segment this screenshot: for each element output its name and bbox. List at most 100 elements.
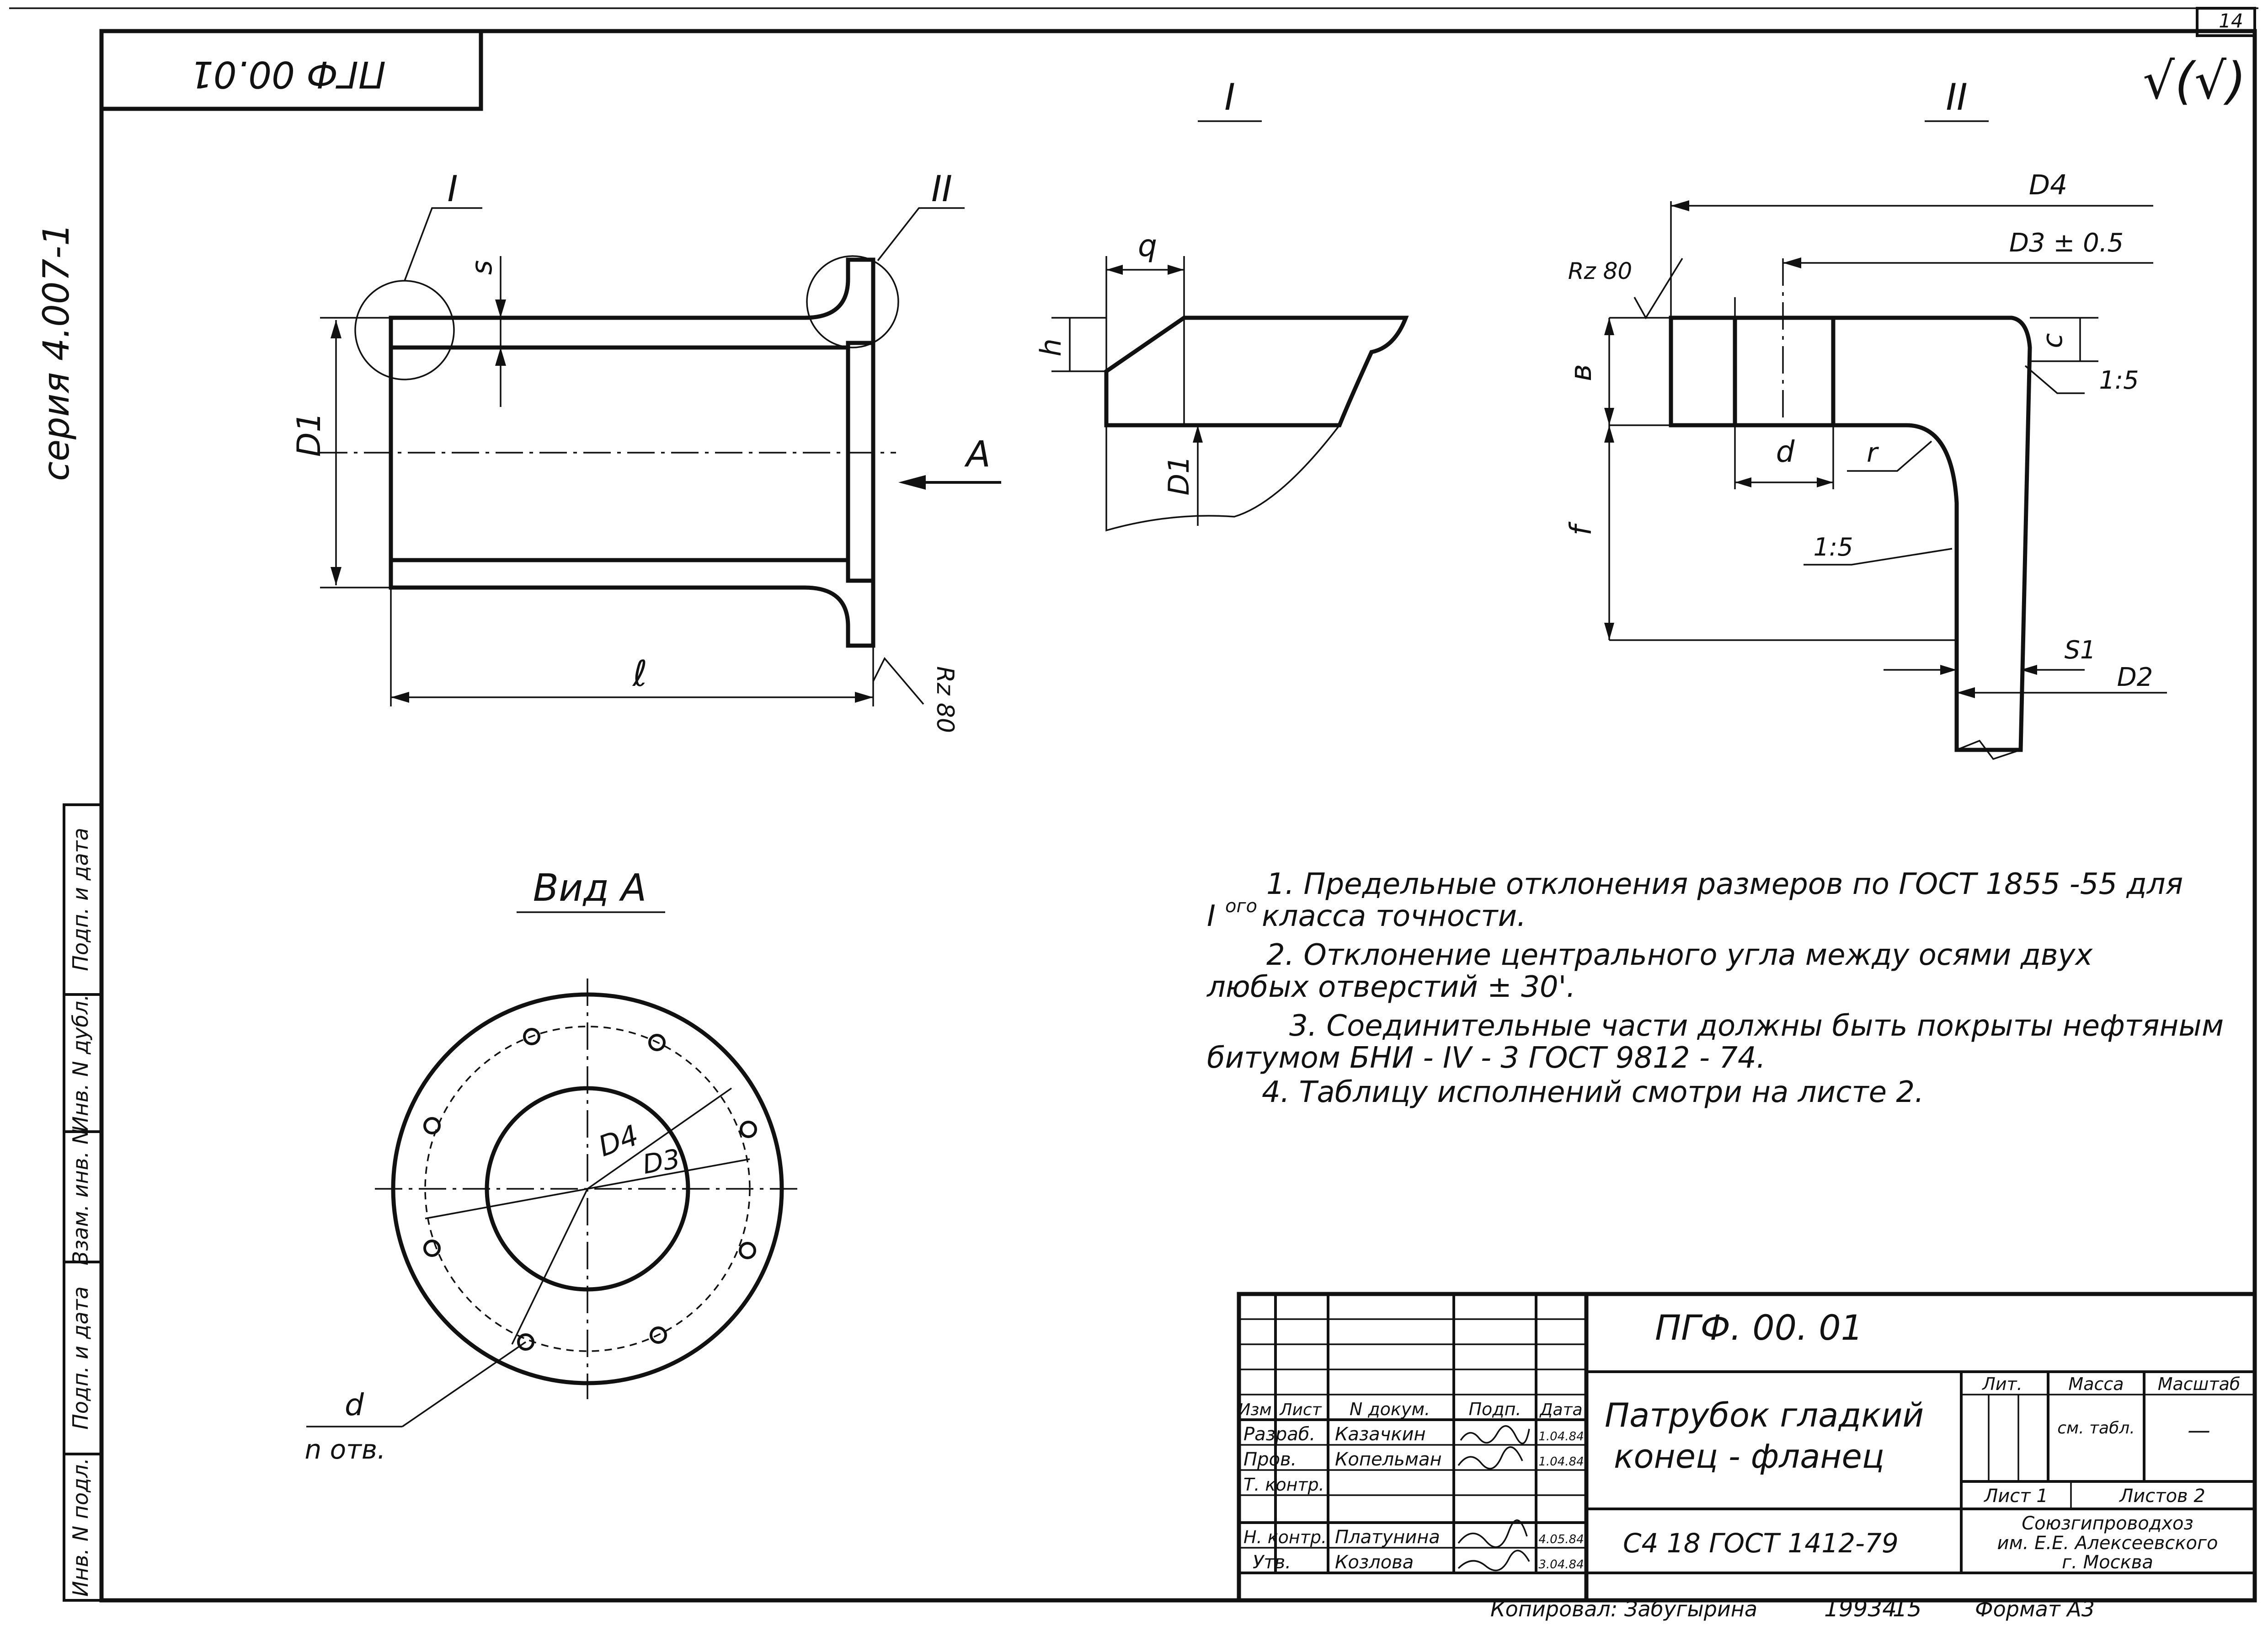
- scale-value: —: [2188, 1417, 2210, 1444]
- name-nkontr: Платунина: [1335, 1527, 1440, 1548]
- note-3-line-1: 3. Соединительные части должны быть покр…: [1289, 1009, 2224, 1043]
- page-number: 14: [2219, 10, 2243, 32]
- title-block: Изм Лист N докум. Подп. Дата Разраб. Каз…: [1237, 1292, 2257, 1603]
- leader-label-I: I: [447, 169, 458, 210]
- org-line-1: Союзгипроводхоз: [2022, 1513, 2193, 1534]
- name-utv: Козлова: [1335, 1552, 1414, 1573]
- col-doc: N докум.: [1350, 1399, 1430, 1419]
- name-prov: Копельман: [1335, 1449, 1442, 1470]
- col-sign: Подп.: [1468, 1399, 1521, 1419]
- bolt-hole: [517, 1333, 534, 1351]
- bolt-hole: [523, 1028, 540, 1045]
- stamp-podp-data-2: Подп. и дата: [68, 828, 93, 971]
- stamp-podp-data-1: Подп. и дата: [68, 1286, 93, 1429]
- note-4-line-1: 4. Таблицу исполнений смотри на листе 2.: [1262, 1075, 1924, 1109]
- dim-d4-label: D4: [2029, 169, 2067, 201]
- view-a-d4-label: D4: [594, 1118, 643, 1163]
- frame: 14 ПГФ 00.01 √(√) серия 4.007-1: [9, 7, 2258, 1603]
- footer: Копировал: Забугырина 19934 15 Формат А3: [1490, 1595, 2095, 1622]
- org-line-3: г. Москва: [2062, 1552, 2153, 1573]
- col-izm: Изм: [1238, 1401, 1271, 1419]
- org-line-2: им. Е.Е. Алексеевского: [1997, 1533, 2218, 1554]
- date-utv: 3.04.84: [1538, 1558, 1584, 1572]
- dim-c-label: c: [2037, 333, 2069, 348]
- dim-l-label: ℓ: [632, 653, 647, 695]
- slope-label-2: 1:5: [1814, 533, 1853, 561]
- view-a: Вид A D4 D3 d n отв.: [304, 866, 800, 1465]
- bolt-hole: [739, 1242, 756, 1259]
- role-tkontr: Т. контр.: [1243, 1475, 1324, 1495]
- role-prov: Пров.: [1243, 1449, 1297, 1470]
- roughness-mark: √(√): [2143, 52, 2246, 110]
- note-1-line-1: 1. Предельные отклонения размеров по ГОС…: [1266, 867, 2183, 901]
- name-razrab: Казачкин: [1335, 1424, 1426, 1445]
- bolt-hole: [740, 1121, 757, 1138]
- bolt-hole: [648, 1034, 666, 1051]
- main-section-view: I II D1 s ℓ Rz 80 A: [290, 169, 1001, 733]
- part-name-line-1: Патрубок гладкий: [1605, 1396, 1924, 1434]
- role-utv: Утв.: [1253, 1552, 1291, 1573]
- sheet-label: Лист 1: [1983, 1486, 2048, 1507]
- side-stamp: Инв. N подл. Подп. и дата Взам. инв. N И…: [63, 803, 103, 1602]
- note-1-numeral: I: [1207, 899, 1216, 933]
- bolt-hole: [650, 1326, 667, 1344]
- dim-q-label: q: [1138, 228, 1157, 263]
- col-list: Лист: [1279, 1401, 1322, 1419]
- bolt-hole: [423, 1240, 441, 1257]
- designation: ПГФ. 00. 01: [1655, 1307, 1863, 1348]
- stamp-vzam-inv: Взам. инв. N: [68, 1129, 93, 1266]
- note-2-line-2: любых отверстий ± 30'.: [1206, 970, 1576, 1004]
- date-prov: 1.04.84: [1538, 1455, 1584, 1469]
- view-a-d3-label: D3: [640, 1143, 682, 1180]
- copied-by: Копировал: Забугырина: [1490, 1597, 1757, 1621]
- dim-d3-label: D3 ± 0.5: [2009, 228, 2124, 258]
- archive-code: 15: [1893, 1595, 1922, 1622]
- detail-circle-I: [354, 280, 455, 380]
- stamp-inv-podl: Инв. N подл.: [68, 1458, 93, 1597]
- dim-d-label: d: [1776, 435, 1795, 469]
- mass-label: Масса: [2068, 1374, 2124, 1394]
- view-a-hole-d-label: d: [345, 1387, 364, 1422]
- detail-I-title: I: [1224, 76, 1235, 118]
- main-roughness: Rz 80: [931, 666, 959, 733]
- detail-II-roughness: Rz 80: [1568, 258, 1633, 284]
- note-2-line-1: 2. Отклонение центрального угла между ос…: [1266, 938, 2093, 972]
- paper-format: Формат А3: [1975, 1597, 2095, 1621]
- detail-II-section: [1669, 315, 2032, 752]
- detail-I-view: I q h D1: [1034, 76, 1409, 532]
- detail-II-title: II: [1946, 76, 1967, 118]
- signatures: [1457, 1425, 1530, 1572]
- view-a-title: Вид A: [533, 866, 646, 910]
- stamp-inv-dubl: Инв. N дубл.: [68, 994, 93, 1132]
- leader-label-II: II: [931, 169, 952, 210]
- dim-r-label: r: [1867, 437, 1879, 468]
- arrow-a-label: A: [964, 434, 990, 475]
- corner-designation: ПГФ 00.01: [190, 53, 386, 96]
- slope-label-1: 1:5: [2099, 366, 2139, 395]
- material-line: С4 18 ГОСТ 1412-79: [1623, 1528, 1899, 1559]
- dim-detail-d1-label: D1: [1162, 455, 1195, 495]
- date-razrab: 1.04.84: [1538, 1430, 1584, 1444]
- series-label: серия 4.007-1: [36, 223, 77, 481]
- role-nkontr: Н. контр.: [1243, 1527, 1327, 1547]
- scale-label: Масштаб: [2158, 1374, 2241, 1394]
- sheets-label: Листов 2: [2119, 1486, 2205, 1507]
- lit-label: Лит.: [1981, 1374, 2023, 1394]
- archive-number: 19934: [1824, 1595, 1897, 1622]
- date-nkontr: 4.05.84: [1538, 1533, 1584, 1546]
- note-1-superscript: ого: [1225, 896, 1257, 917]
- dim-d1-label: D1: [290, 412, 328, 457]
- dim-s-label: s: [465, 260, 498, 275]
- corner-designation-box: [99, 29, 483, 111]
- technical-notes: 1. Предельные отклонения размеров по ГОС…: [1206, 867, 2224, 1109]
- dim-f-label: f: [1564, 521, 1598, 535]
- view-a-hole-count-label: n отв.: [304, 1434, 385, 1465]
- detail-II-view: II D4 D3 ± 0.5 Rz 80 в f c 1:5: [1564, 76, 2167, 760]
- dim-b-label: в: [1564, 364, 1598, 381]
- bolt-hole: [423, 1117, 441, 1134]
- mass-value: см. табл.: [2057, 1419, 2135, 1438]
- dim-h-label: h: [1034, 338, 1067, 356]
- detail-I-section: [1104, 315, 1409, 428]
